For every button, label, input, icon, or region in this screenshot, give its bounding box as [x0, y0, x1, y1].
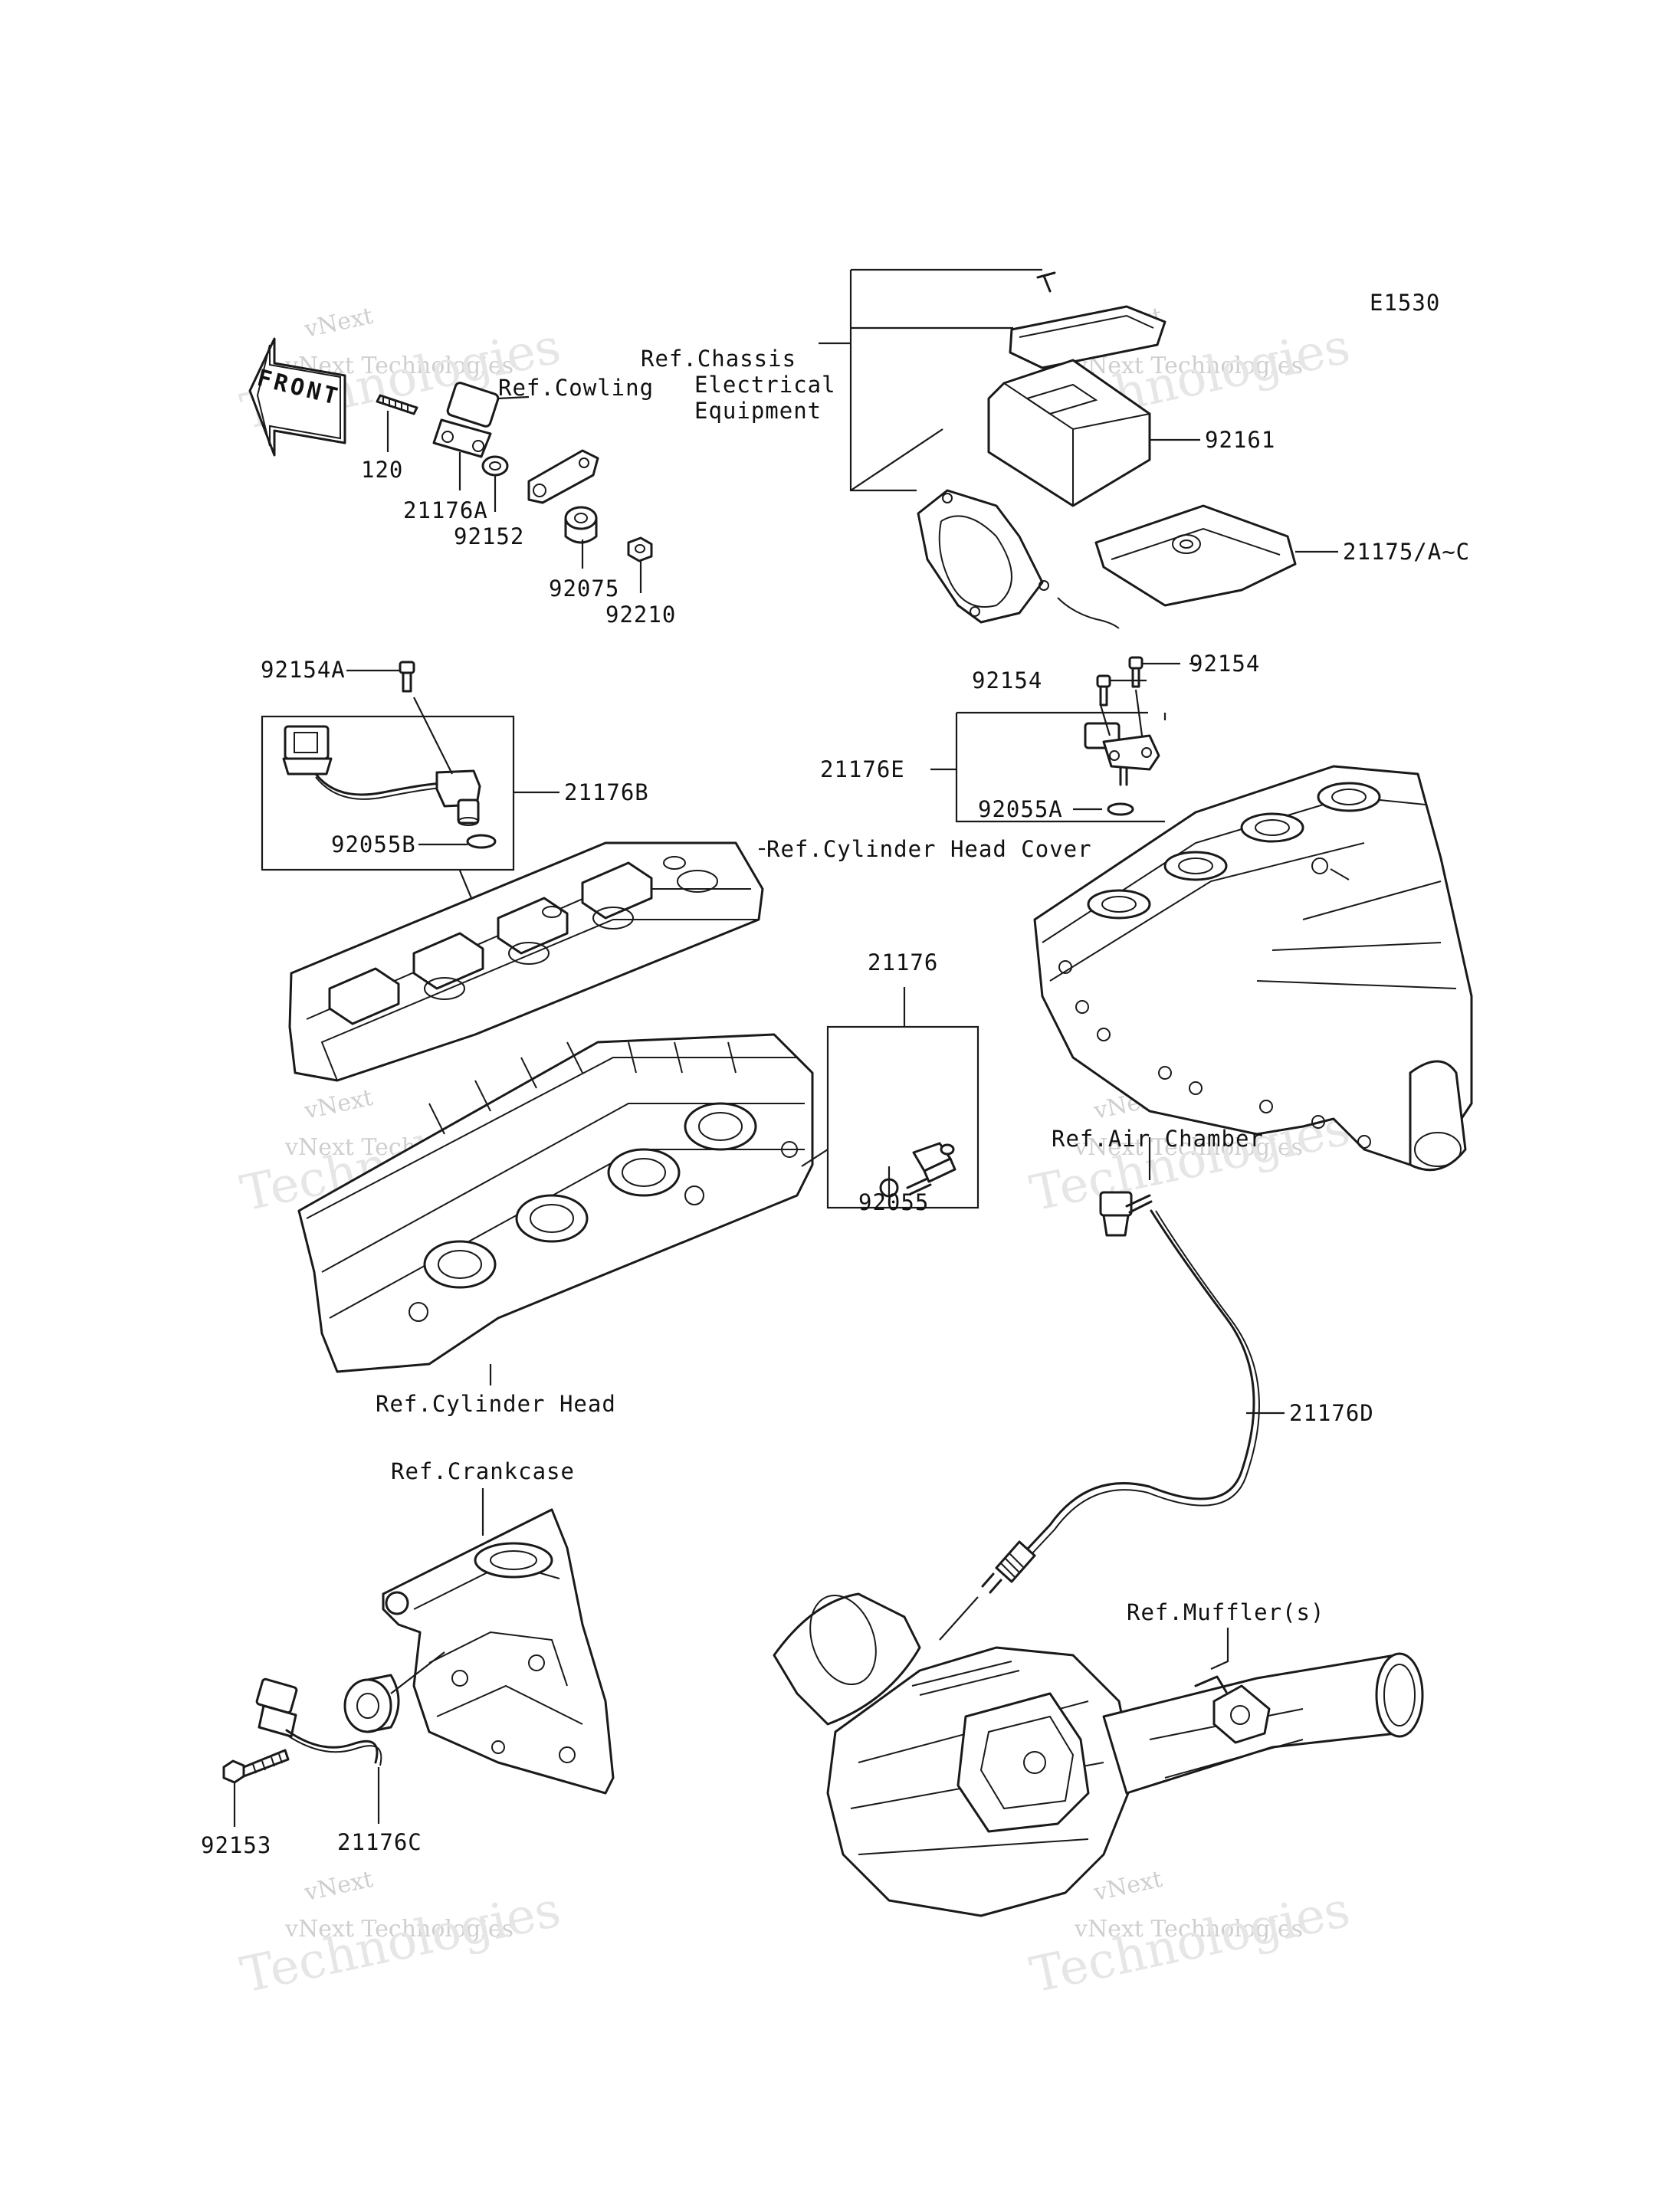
label-92154-right: 92154 — [1189, 651, 1260, 677]
label-21176e: 21176E — [820, 756, 905, 782]
watermark-text: vNext — [301, 303, 375, 343]
label-92055a: 92055A — [978, 796, 1063, 822]
watermark-text: Technologies — [1025, 1881, 1355, 2004]
label-ref-crankcase: Ref.Crankcase — [391, 1458, 575, 1484]
watermark-text: vNext Technologies — [1074, 1916, 1303, 1943]
ecu-assembly — [917, 271, 1297, 629]
sensor-21176b — [282, 661, 497, 849]
front-arrow-icon: FRONT — [248, 337, 346, 457]
cylinder-head-cover — [288, 841, 764, 1082]
label-21176d: 21176D — [1289, 1400, 1374, 1426]
watermark-text: vNext — [301, 1866, 375, 1907]
diagram-code: E1530 — [1370, 290, 1440, 316]
watermark-text: vNext — [301, 1084, 375, 1125]
muffler — [773, 1592, 1424, 1917]
bolt-92154-left — [1096, 674, 1111, 707]
label-21176b: 21176B — [564, 779, 649, 805]
label-21176a: 21176A — [403, 497, 488, 523]
cam-sensor-21176a — [376, 382, 653, 562]
watermark-text: vNext — [1091, 1866, 1164, 1907]
label-ref-chassis-line1: Ref.Chassis — [641, 346, 796, 372]
knock-sensor-21176c — [222, 1674, 400, 1784]
label-92161: 92161 — [1205, 427, 1275, 453]
label-92075: 92075 — [549, 575, 619, 602]
bolt-92154-right — [1128, 656, 1144, 688]
watermark-text: vNext Technologies — [284, 1916, 514, 1943]
label-92153: 92153 — [201, 1832, 271, 1858]
label-ref-air-chamber: Ref.Air Chamber — [1052, 1126, 1264, 1152]
watermark-bottom-right: vNext vNext Technologies Technologies — [1025, 1866, 1355, 2005]
label-92154-left: 92154 — [972, 667, 1042, 694]
air-chamber — [1033, 765, 1473, 1172]
sensor-21176 — [879, 1142, 956, 1198]
box-21176 — [826, 1025, 979, 1209]
sensor-21176e — [1084, 722, 1160, 816]
label-ref-chassis-line2: Electrical — [694, 372, 836, 398]
label-92210: 92210 — [605, 602, 676, 628]
cylinder-head — [297, 1033, 814, 1373]
label-21176c: 21176C — [337, 1829, 422, 1855]
label-92154a: 92154A — [261, 657, 346, 683]
label-21176: 21176 — [868, 949, 938, 976]
label-120: 120 — [361, 457, 403, 483]
watermark-text: Technologies — [236, 1881, 566, 2004]
label-ref-cylinder-head: Ref.Cylinder Head — [376, 1391, 616, 1417]
watermark-text: vNext Technologies — [1074, 353, 1303, 379]
label-92055: 92055 — [858, 1189, 929, 1215]
label-ref-chassis-line3: Equipment — [694, 398, 822, 424]
crankcase — [382, 1508, 615, 1795]
o2-sensor-21176d — [981, 1191, 1260, 1594]
label-92152: 92152 — [454, 523, 524, 549]
label-21175: 21175/A~C — [1343, 539, 1470, 565]
watermark-text: vNext Technologies — [1074, 1134, 1303, 1161]
label-ref-cylinder-head-cover: Ref.Cylinder Head Cover — [766, 836, 1092, 862]
label-ref-mufflers: Ref.Muffler(s) — [1127, 1599, 1324, 1625]
label-ref-cowling: Ref.Cowling — [498, 375, 654, 401]
watermark-bottom-left: vNext vNext Technologies Technologies — [236, 1866, 566, 2005]
label-92055b: 92055B — [331, 831, 416, 857]
box-21176e — [955, 711, 1165, 823]
